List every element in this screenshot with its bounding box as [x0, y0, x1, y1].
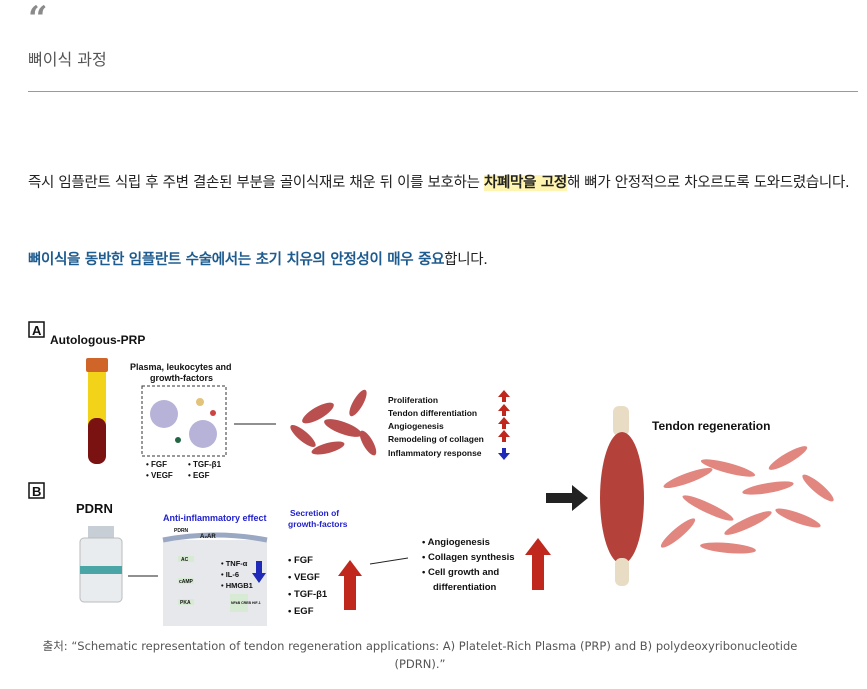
panel-a-box [28, 321, 45, 338]
up-arrow-icon [498, 390, 510, 442]
anti-inflammatory-label: Anti-inflammatory effect [163, 513, 267, 523]
pathway-step: cAMP [179, 579, 194, 585]
text: 즉시 임플란트 식립 후 주변 결손된 부분을 골이식재로 채운 뒤 이를 보호… [28, 175, 484, 191]
factor: • FGF [146, 460, 167, 469]
effect-item: • Angiogenesis [422, 537, 490, 548]
factor: • VEGF [146, 471, 173, 480]
up-arrow-icon [338, 560, 362, 610]
panel-a-label: A [32, 323, 42, 338]
divider [28, 91, 858, 92]
panel-a-title: Autologous-PRP [50, 333, 145, 347]
text: 합니다. [444, 252, 488, 268]
factor: • EGF [188, 471, 210, 480]
cytokine: • TNF-α [221, 559, 248, 568]
emphasis-text: 뼈이식을 동반한 임플란트 수술에서는 초기 치유의 안정성이 매우 중요 [28, 252, 445, 268]
growth-factor: • EGF [288, 606, 314, 617]
quote-title: 뼈이식 과정 [28, 50, 107, 69]
down-arrow-icon [498, 448, 510, 460]
pathway-step: PKA [180, 600, 191, 606]
plasma-label: Plasma, leukocytes and [130, 362, 232, 372]
effect-item: Tendon differentiation [388, 408, 477, 418]
pdrn-vial-icon [79, 526, 123, 603]
panel-b-title: PDRN [76, 501, 113, 516]
growth-factor: • VEGF [288, 572, 320, 583]
cytokine: • IL-6 [221, 570, 239, 579]
figure-caption: 출처: “Schematic representation of tendon … [42, 639, 798, 671]
cytokine: • HMGB1 [221, 581, 253, 590]
text: 해 뼈가 안정적으로 차오르도록 도와드렸습니다. [566, 175, 850, 191]
receptor-label: A₂AR [200, 534, 216, 540]
nucleus-label: NFkB CREB HIF-1 [231, 601, 261, 605]
growth-factor: • FGF [288, 555, 313, 566]
arrow [369, 557, 409, 565]
paragraph-2: 뼈이식을 동반한 임플란트 수술에서는 초기 치유의 안정성이 매우 중요합니다… [28, 248, 488, 269]
big-arrow-icon [546, 485, 588, 511]
factor: • TGF-β1 [188, 460, 222, 469]
tendon-regeneration-figure: A Autologous-PRP Plasma, leukocytes and … [28, 321, 834, 626]
effect-item: Proliferation [388, 395, 438, 405]
secretion-label: Secretion of [290, 508, 339, 518]
effect-item: Angiogenesis [388, 421, 444, 431]
effect-item: Remodeling of collagen [388, 434, 484, 444]
plasma-label-2: growth-factors [150, 373, 213, 383]
leukocyte-icon [150, 400, 178, 428]
effect-item: differentiation [433, 582, 497, 593]
effect-item: • Collagen synthesis [422, 552, 515, 563]
paragraph-1: 즉시 임플란트 식립 후 주변 결손된 부분을 골이식재로 채운 뒤 이를 보호… [28, 167, 863, 199]
regenerated-tissue [660, 446, 834, 554]
highlighted-text: 차폐막을 고정 [483, 175, 567, 191]
quote-icon: “ [28, 0, 48, 39]
effect-item: Inflammatory response [388, 448, 482, 458]
panel-b-box [28, 482, 45, 499]
tenocyte-cells [290, 389, 377, 456]
secretion-label-2: growth-factors [288, 519, 348, 529]
effect-item: • Cell growth and [422, 567, 499, 578]
up-arrow-icon [525, 538, 551, 590]
growth-factor: • TGF-β1 [288, 589, 328, 600]
pathway-step: AC [181, 557, 189, 563]
result-title: Tendon regeneration [652, 419, 770, 433]
pdrn-small: PDRN [174, 528, 189, 534]
down-arrow-icon [252, 561, 266, 583]
plasma-box [141, 385, 227, 457]
blood-tube-icon [86, 358, 108, 464]
panel-b-label: B [32, 484, 41, 499]
tendon-muscle-icon [600, 406, 644, 586]
leukocyte-icon [189, 420, 217, 448]
